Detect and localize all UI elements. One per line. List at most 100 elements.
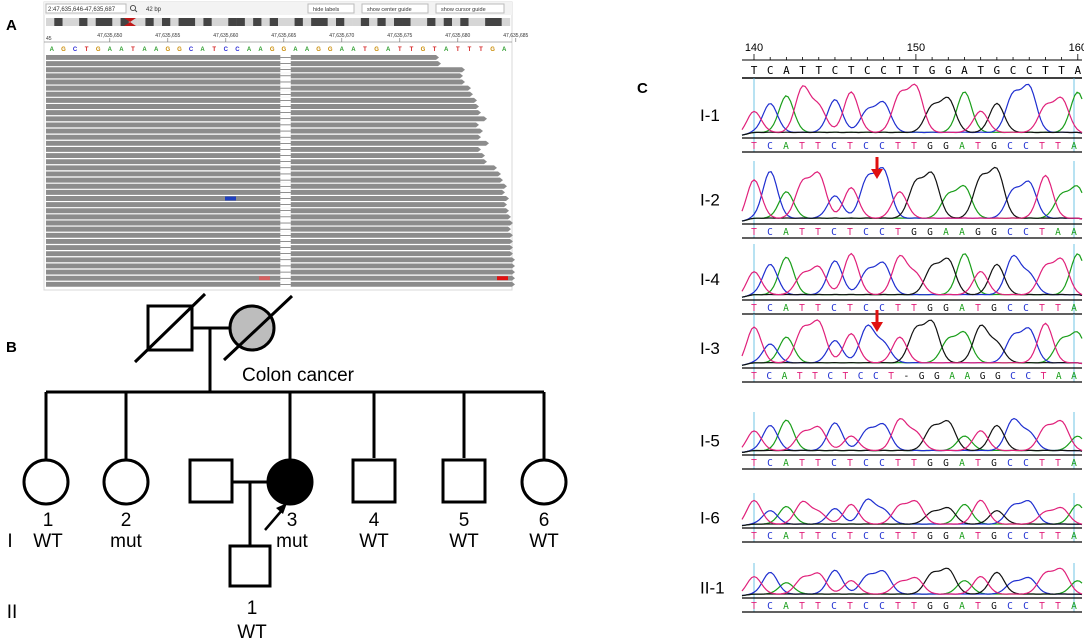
reference-base: A bbox=[50, 47, 55, 53]
called-base: T bbox=[815, 303, 821, 314]
called-base: G bbox=[991, 601, 997, 612]
ideogram-band bbox=[443, 18, 453, 26]
ideogram-band bbox=[228, 18, 237, 26]
member-5-square bbox=[441, 458, 487, 504]
member-2-circle bbox=[102, 458, 150, 506]
ideogram-band bbox=[104, 18, 113, 26]
called-base: T bbox=[815, 601, 821, 612]
called-base: T bbox=[911, 141, 917, 152]
alignment-reads bbox=[46, 54, 515, 287]
ideogram-band bbox=[493, 18, 502, 26]
called-base: T bbox=[751, 141, 757, 152]
ideogram-band bbox=[311, 18, 320, 26]
read bbox=[46, 189, 505, 195]
read bbox=[46, 110, 481, 116]
ideogram-band bbox=[385, 18, 395, 26]
reference-base: A bbox=[247, 47, 252, 53]
read bbox=[46, 91, 473, 97]
called-base: A bbox=[959, 303, 965, 314]
read bbox=[46, 153, 485, 159]
igv-button-hide-labels[interactable]: hide labels bbox=[307, 3, 355, 14]
called-base: G bbox=[934, 371, 940, 382]
called-base: A bbox=[1055, 227, 1061, 238]
reference-base: T bbox=[468, 47, 472, 53]
called-base: C bbox=[879, 303, 885, 314]
called-base: T bbox=[1055, 458, 1061, 469]
header-base: T bbox=[977, 64, 984, 77]
ideogram-band bbox=[46, 18, 55, 26]
panel-label-a: A bbox=[6, 17, 17, 34]
ideogram-band bbox=[145, 18, 154, 26]
read bbox=[46, 226, 511, 232]
called-base: C bbox=[1023, 531, 1029, 542]
called-base: T bbox=[797, 371, 803, 382]
called-base: C bbox=[1007, 531, 1013, 542]
igv-button-center-guide[interactable]: show center guide bbox=[361, 3, 429, 14]
called-base: A bbox=[783, 458, 789, 469]
reference-base: C bbox=[189, 47, 194, 53]
called-base: T bbox=[1039, 141, 1045, 152]
ideogram-band bbox=[468, 18, 478, 26]
read bbox=[46, 165, 497, 171]
header-base: T bbox=[751, 64, 758, 77]
called-base: T bbox=[911, 458, 917, 469]
father-deceased-slash bbox=[133, 292, 207, 364]
called-base: C bbox=[831, 601, 837, 612]
read bbox=[46, 122, 479, 128]
parent-note: Colon cancer bbox=[242, 365, 355, 386]
called-base: T bbox=[888, 371, 894, 382]
called-base: A bbox=[1071, 303, 1077, 314]
locus-box[interactable] bbox=[45, 3, 127, 14]
ideogram-band bbox=[95, 18, 105, 26]
called-base: T bbox=[911, 303, 917, 314]
reference-base: C bbox=[73, 47, 78, 53]
read bbox=[46, 245, 513, 251]
mutation-arrow-head bbox=[871, 169, 883, 179]
called-base: G bbox=[991, 531, 997, 542]
called-base: C bbox=[1023, 227, 1029, 238]
called-base: T bbox=[847, 531, 853, 542]
search-icon[interactable] bbox=[129, 4, 138, 13]
ruler-tick-label: 47,635,665 bbox=[271, 33, 296, 39]
ideogram-band bbox=[203, 18, 212, 26]
called-base: C bbox=[767, 458, 773, 469]
member-2-status: mut bbox=[110, 531, 142, 552]
sample-label: I-5 bbox=[700, 432, 720, 451]
igv-panel: 2:47,635,646-47,635,687 42 bp hide label… bbox=[43, 1, 529, 291]
called-base: A bbox=[949, 371, 955, 382]
reference-base: A bbox=[119, 47, 124, 53]
sample-label: I-3 bbox=[700, 339, 720, 358]
member-6-circle bbox=[520, 458, 568, 506]
called-base: T bbox=[751, 303, 757, 314]
ideogram-band bbox=[253, 18, 262, 26]
member-1-status: WT bbox=[33, 531, 63, 552]
called-base: T bbox=[1041, 371, 1047, 382]
ideogram-band bbox=[211, 18, 221, 26]
header-base: T bbox=[1058, 64, 1065, 77]
read bbox=[46, 171, 501, 177]
called-base: C bbox=[831, 458, 837, 469]
called-base: G bbox=[943, 458, 949, 469]
called-base: C bbox=[879, 227, 885, 238]
read bbox=[46, 55, 439, 60]
called-base: T bbox=[1039, 458, 1045, 469]
member-6-num: 6 bbox=[539, 510, 550, 531]
read bbox=[46, 67, 465, 73]
called-base: T bbox=[895, 141, 901, 152]
reference-base: T bbox=[212, 47, 216, 53]
called-base: A bbox=[959, 141, 965, 152]
reference-base: T bbox=[363, 47, 367, 53]
read bbox=[46, 146, 481, 152]
reference-base: G bbox=[270, 47, 275, 53]
ideogram-band bbox=[62, 18, 72, 26]
member-2-num: 2 bbox=[121, 510, 132, 531]
reference-base: G bbox=[165, 47, 170, 53]
read bbox=[46, 128, 483, 134]
igv-button-cursor-guide[interactable]: show cursor guide bbox=[435, 3, 505, 14]
trace-t bbox=[741, 567, 1083, 595]
called-base: C bbox=[879, 458, 885, 469]
mismatch-base bbox=[225, 196, 236, 201]
